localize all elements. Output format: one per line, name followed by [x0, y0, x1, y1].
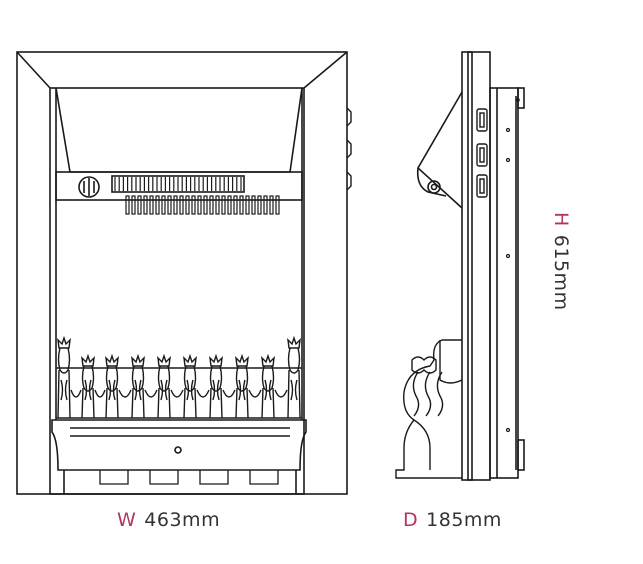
side-view: [395, 51, 525, 481]
front-view: [16, 51, 352, 495]
side-body: [489, 87, 519, 479]
control-dial: [78, 176, 100, 198]
heater-panel: [55, 171, 303, 201]
front-inner-frame: [49, 87, 305, 495]
side-control-buttons: [476, 108, 488, 198]
depth-value: 185mm: [426, 509, 502, 531]
log-fret: [56, 335, 302, 419]
side-hood-knob: [427, 180, 441, 194]
lower-vent-slots: [125, 195, 280, 215]
base-feet: [99, 470, 279, 485]
fender-knob: [174, 446, 182, 454]
front-hood: [55, 87, 303, 173]
upper-grille: [114, 177, 242, 191]
depth-dimension-label: D 185mm: [403, 509, 502, 531]
side-log-fret: [395, 339, 463, 479]
height-letter: H: [550, 212, 572, 227]
height-value: 615mm: [550, 234, 572, 311]
depth-letter: D: [403, 509, 419, 531]
width-letter: W: [117, 509, 137, 531]
fender: [51, 419, 307, 471]
side-buttons: [346, 107, 352, 191]
width-dimension-label: W 463mm: [117, 509, 220, 531]
side-front-plate: [461, 51, 473, 481]
height-dimension-label: H 615mm: [550, 212, 572, 311]
width-value: 463mm: [144, 509, 221, 531]
